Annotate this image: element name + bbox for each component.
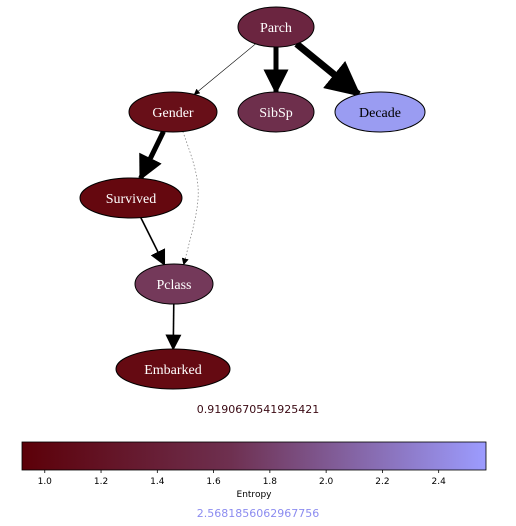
node-decade-label: Decade: [359, 106, 401, 121]
edge-parch-to-decade: [294, 41, 362, 98]
colorbar-label: Entropy: [237, 490, 273, 500]
node-embarked-label: Embarked: [144, 363, 202, 378]
edge-parch-to-gender: [193, 43, 256, 95]
node-survived-shape: [79, 177, 183, 219]
node-sibsp[interactable]: SibSp: [237, 91, 315, 133]
edge-gender-to-pclass: [181, 131, 199, 266]
colorbar-tick-label: 1.4: [150, 477, 165, 487]
node-decade-shape: [334, 91, 426, 133]
node-decade[interactable]: Decade: [334, 91, 426, 133]
node-survived-label: Survived: [106, 192, 157, 207]
node-survived[interactable]: Survived: [79, 177, 183, 219]
colorbar-tick-label: 2.0: [319, 477, 334, 487]
node-pclass-label: Pclass: [157, 278, 192, 293]
colorbar-gradient: [21, 441, 487, 471]
node-gender-label: Gender: [152, 106, 194, 121]
edges: [138, 41, 362, 351]
edge-pclass-to-embarked: [165, 303, 182, 351]
colorbar-max-value: 2.5681856062967756: [196, 507, 320, 520]
colorbar-tick-label: 1.2: [94, 477, 108, 487]
node-gender-shape: [128, 91, 218, 133]
node-sibsp-shape: [237, 91, 315, 133]
node-gender[interactable]: Gender: [128, 91, 218, 133]
colorbar-tick-label: 2.2: [375, 477, 389, 487]
colorbar-tick-label: 2.4: [432, 477, 447, 487]
colorbar-tick-label: 1.8: [263, 477, 278, 487]
edge-gender-to-survived: [138, 130, 166, 181]
entropy-colorbar: 1.0 1.2 1.4 1.6 1.8 2.0 2.2 2.4 Entropy: [21, 441, 487, 500]
colorbar-tick-label: 1.0: [38, 477, 53, 487]
node-parch[interactable]: Parch: [237, 6, 315, 48]
colorbar-tick-label: 1.6: [206, 477, 221, 487]
colorbar-ticks: 1.0 1.2 1.4 1.6 1.8 2.0 2.2 2.4: [38, 470, 446, 487]
node-embarked[interactable]: Embarked: [115, 348, 231, 390]
node-pclass-shape: [134, 263, 214, 305]
node-parch-shape: [237, 6, 315, 48]
node-sibsp-label: SibSp: [259, 106, 292, 121]
edge-survived-to-pclass: [140, 217, 166, 267]
node-embarked-shape: [115, 348, 231, 390]
node-parch-label: Parch: [260, 21, 292, 36]
node-pclass[interactable]: Pclass: [134, 263, 214, 305]
colorbar-min-value: 0.9190670541925421: [196, 403, 320, 416]
